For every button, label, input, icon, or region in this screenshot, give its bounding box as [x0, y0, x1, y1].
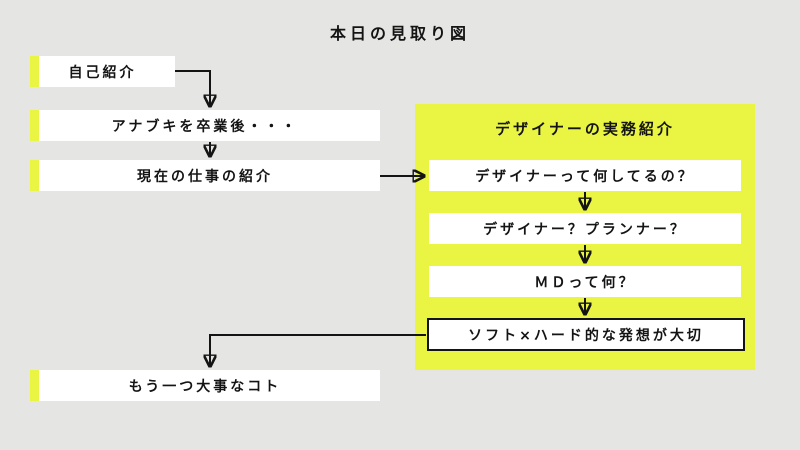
flow-box-label: アナブキを卒業後・・・ [111, 118, 299, 135]
flow-box-self-introduction: 自己紹介 [30, 56, 175, 87]
panel-box-what-is-md: ＭＤって何？ [429, 266, 741, 297]
flow-box-current-work: 現在の仕事の紹介 [30, 160, 380, 191]
accent-bar [30, 110, 39, 141]
panel-box-label: ＭＤって何？ [534, 274, 636, 291]
flow-box-after-graduation: アナブキを卒業後・・・ [30, 110, 380, 141]
flow-box-one-more-thing: もう一つ大事なコト [30, 370, 380, 401]
accent-bar [30, 370, 39, 401]
panel-title: デザイナーの実務紹介 [495, 120, 675, 138]
panel-box-label: デザイナーって何してるの？ [475, 168, 695, 185]
arrow-intro-to-anabuki [175, 70, 210, 105]
panel-box-what-do-designers-do: デザイナーって何してるの？ [429, 160, 741, 191]
panel-box-label: ソフト×ハード的な発想が大切 [468, 327, 704, 344]
flow-box-label: 現在の仕事の紹介 [137, 168, 273, 185]
accent-bar [30, 56, 39, 87]
panel-box-designer-or-planner: デザイナー？プランナー？ [429, 213, 741, 244]
flow-box-label: もう一つ大事なコト [128, 378, 282, 395]
diagram-title: 本日の見取り図 [329, 24, 470, 43]
arrow-panel-to-one-more [210, 334, 426, 365]
flow-box-label: 自己紹介 [68, 64, 137, 81]
designer-work-panel: デザイナーの実務紹介 デザイナーって何してるの？ デザイナー？プランナー？ ＭＤ… [415, 104, 755, 370]
panel-box-soft-hard-thinking: ソフト×ハード的な発想が大切 [427, 318, 745, 351]
panel-box-label: デザイナー？プランナー？ [483, 221, 687, 238]
accent-bar [30, 160, 39, 191]
